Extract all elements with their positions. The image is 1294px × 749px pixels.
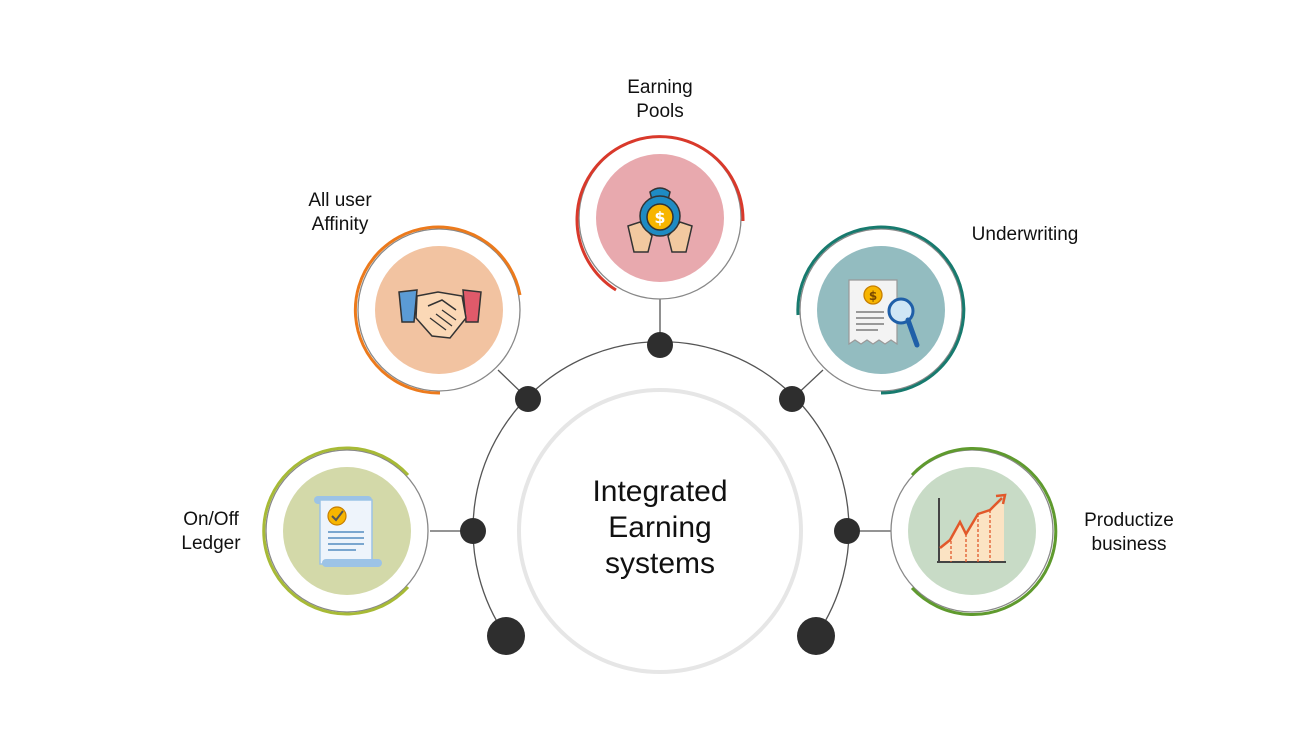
center-title-line: Integrated: [592, 475, 728, 508]
ledger-scroll-icon: [314, 496, 382, 567]
money-bag-hands-icon: $: [627, 187, 693, 253]
node-label-productize-business: Productize business: [1064, 509, 1194, 557]
label-line: Underwriting: [971, 224, 1079, 245]
node-ring-accent: [796, 225, 966, 395]
label-line: business: [1091, 534, 1167, 555]
handshake-icon: [398, 289, 482, 339]
node-productize-business: [890, 447, 1058, 616]
invoice-magnifier-icon: $: [848, 279, 920, 348]
label-line: Productize: [1084, 510, 1174, 531]
connector-dot: [834, 518, 860, 544]
node-ring-accent: [262, 446, 410, 616]
node-all-user-affinity: [353, 225, 522, 395]
node-label-on-off-ledger: On/Off Ledger: [161, 508, 261, 556]
node-ring-accent: [353, 225, 522, 395]
center-title-line: systems: [604, 547, 715, 580]
label-line: Ledger: [181, 533, 241, 554]
arc-end-dot: [797, 617, 835, 655]
connector-dot: [779, 386, 805, 412]
growth-chart-icon: [937, 493, 1007, 563]
node-underwriting: $: [796, 225, 966, 395]
label-line: On/Off: [183, 509, 239, 530]
connector-dot: [460, 518, 486, 544]
center-title: Integrated Earning systems: [530, 474, 790, 582]
node-ring-accent: [910, 447, 1058, 616]
arc-end-dot: [487, 617, 525, 655]
svg-text:$: $: [869, 289, 877, 303]
center-title-line: Earning: [608, 511, 712, 544]
label-line: Pools: [636, 101, 684, 122]
label-line: Earning: [627, 77, 693, 98]
node-ring-accent: [575, 135, 745, 292]
node-label-all-user-affinity: All user Affinity: [280, 189, 400, 237]
node-label-earning-pools: Earning Pools: [600, 76, 720, 124]
center-circle: [517, 388, 803, 674]
svg-text:$: $: [654, 208, 665, 227]
node-label-underwriting: Underwriting: [955, 223, 1095, 247]
label-line: All user: [308, 190, 372, 211]
node-earning-pools: $: [575, 135, 745, 300]
connector-dot: [647, 332, 673, 358]
node-on-off-ledger: [262, 446, 429, 616]
connector-dot: [515, 386, 541, 412]
label-line: Affinity: [311, 214, 369, 235]
